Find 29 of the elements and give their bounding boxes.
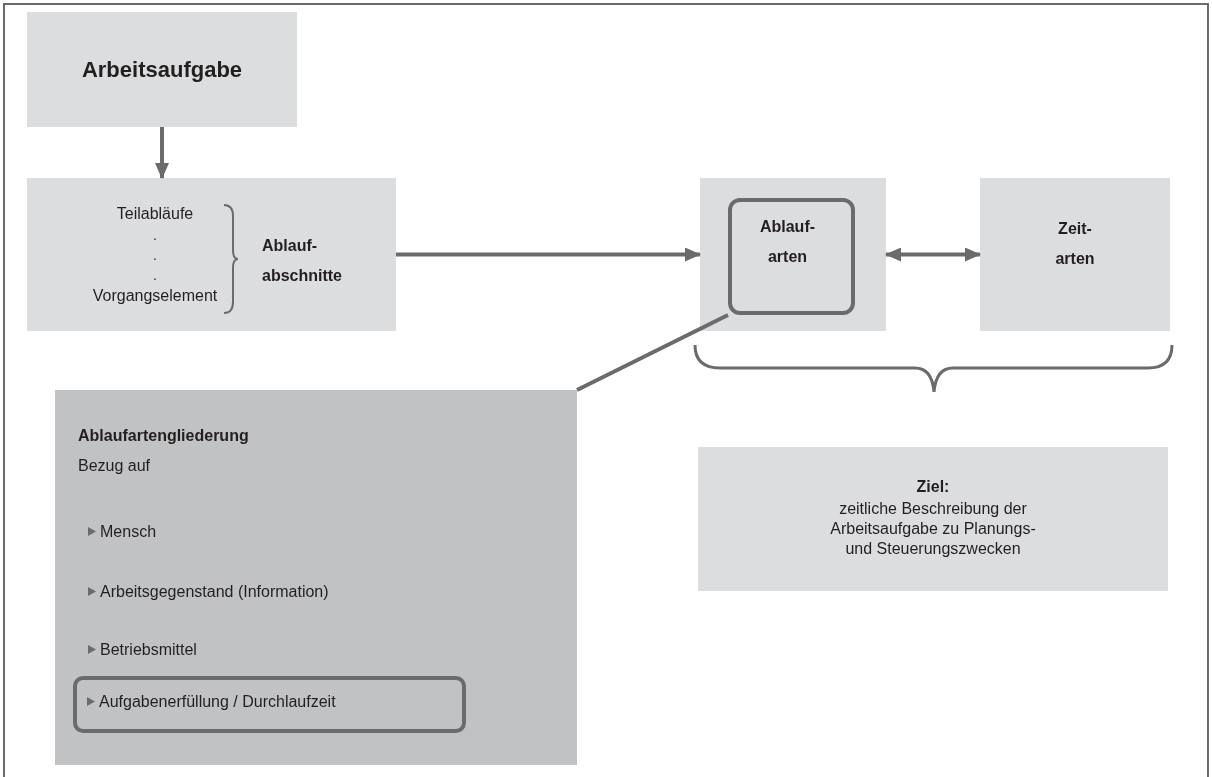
arrow [396,247,701,262]
arrow [885,247,981,262]
box-label: Teilabläufe [115,204,195,224]
box-heading: Ziel: [915,477,951,497]
list-item: Aufgabenerfüllung / Durchlaufzeit [99,692,337,712]
list-item: Mensch [100,522,158,542]
box-label: Vorgangselement [91,286,219,306]
box-label: Ablauf- abschnitte [262,236,343,287]
arrow [155,127,169,179]
highlight-outline [73,676,466,733]
ellipsis-dot: . [152,228,158,242]
box-label: Zeit- arten [1054,219,1096,270]
panel-heading: Ablaufartengliederung [78,426,250,446]
highlight-outline [728,198,855,315]
box-title: Arbeitsaufgabe [80,56,244,84]
ellipsis-dot: . [152,248,158,262]
process-box [27,178,396,331]
box-label: zeitliche Beschreibung der Arbeitsaufgabe zu Planungs- und Steuerungszwecken [829,499,1037,559]
process-box [980,178,1170,331]
goal-box [698,447,1168,591]
task-box [27,12,297,127]
box-label: Ablauf- arten [758,217,817,268]
connector-line [576,313,729,392]
list-item: Betriebsmittel [100,640,198,660]
list-item: Arbeitsgegenstand (Information) [100,582,330,602]
process-box [700,178,886,331]
panel-label: Bezug auf [78,456,152,476]
ellipsis-dot: . [152,268,158,282]
info-panel [55,390,577,765]
